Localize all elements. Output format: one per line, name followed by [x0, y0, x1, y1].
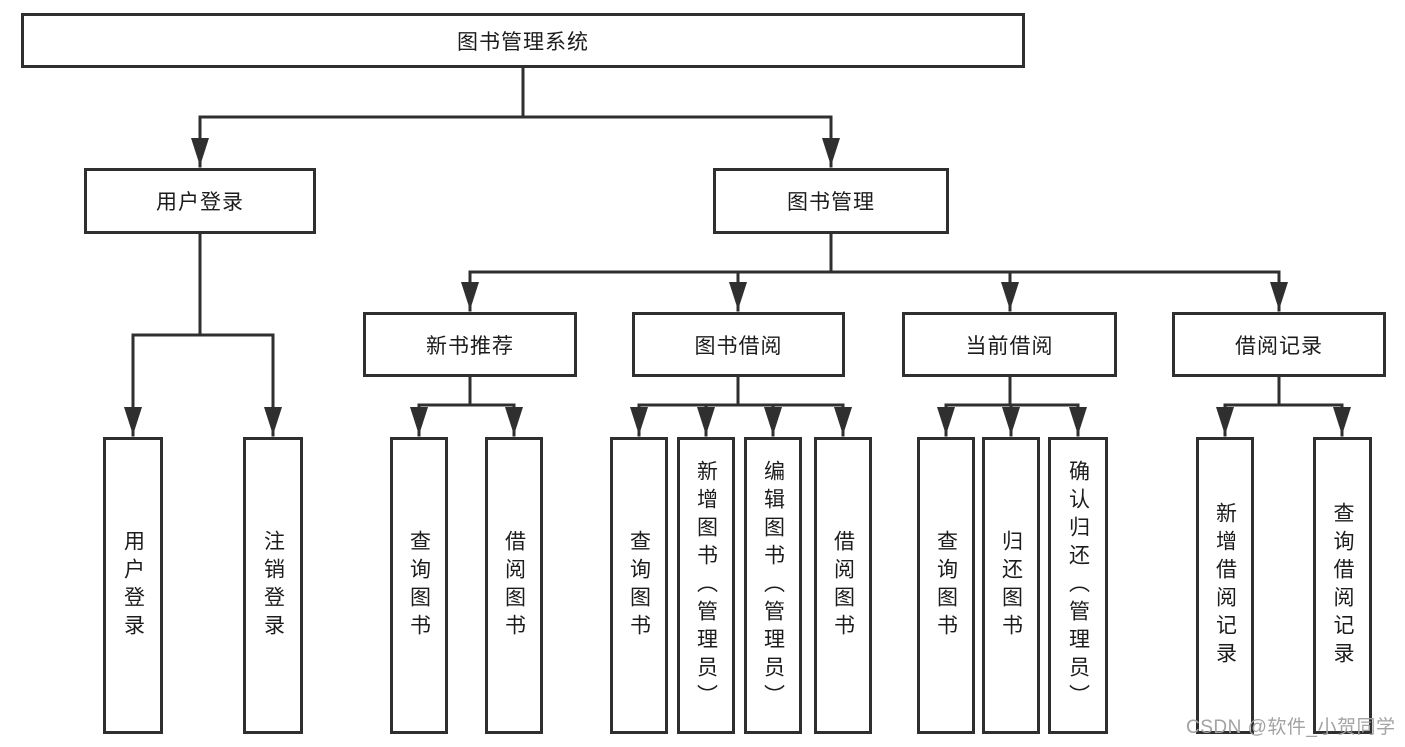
node-library-management-system: 图书管理系统: [21, 13, 1025, 68]
node-book-borrowing: 图书借阅: [632, 312, 845, 377]
leaf-logout: 注销登录: [243, 437, 303, 734]
node-new-book-recommendation: 新书推荐: [363, 312, 577, 377]
bus-lines: [131, 66, 1344, 407]
leaf-query-books-recommend: 查询图书: [390, 437, 448, 734]
leaf-return-books: 归还图书: [982, 437, 1040, 734]
leaf-user-login: 用户登录: [103, 437, 163, 734]
node-current-borrowing: 当前借阅: [902, 312, 1117, 377]
leaf-borrow-books-recommend: 借阅图书: [485, 437, 543, 734]
node-borrowing-records: 借阅记录: [1172, 312, 1386, 377]
leaf-query-borrow-record: 查询借阅记录: [1313, 437, 1372, 734]
leaf-add-borrow-record: 新增借阅记录: [1196, 437, 1254, 734]
leaf-add-book-admin: 新增图书（管理员）: [677, 437, 735, 734]
leaf-query-books-borrow: 查询图书: [610, 437, 668, 734]
leaf-query-books-current: 查询图书: [917, 437, 975, 734]
node-book-management: 图书管理: [713, 168, 949, 234]
node-user-login: 用户登录: [84, 168, 316, 234]
leaf-edit-book-admin: 编辑图书（管理员）: [744, 437, 802, 734]
leaf-confirm-return-admin: 确认归还（管理员）: [1048, 437, 1108, 734]
leaf-borrow-books: 借阅图书: [814, 437, 872, 734]
watermark: CSDN @软件_小贺同学: [1186, 717, 1396, 738]
